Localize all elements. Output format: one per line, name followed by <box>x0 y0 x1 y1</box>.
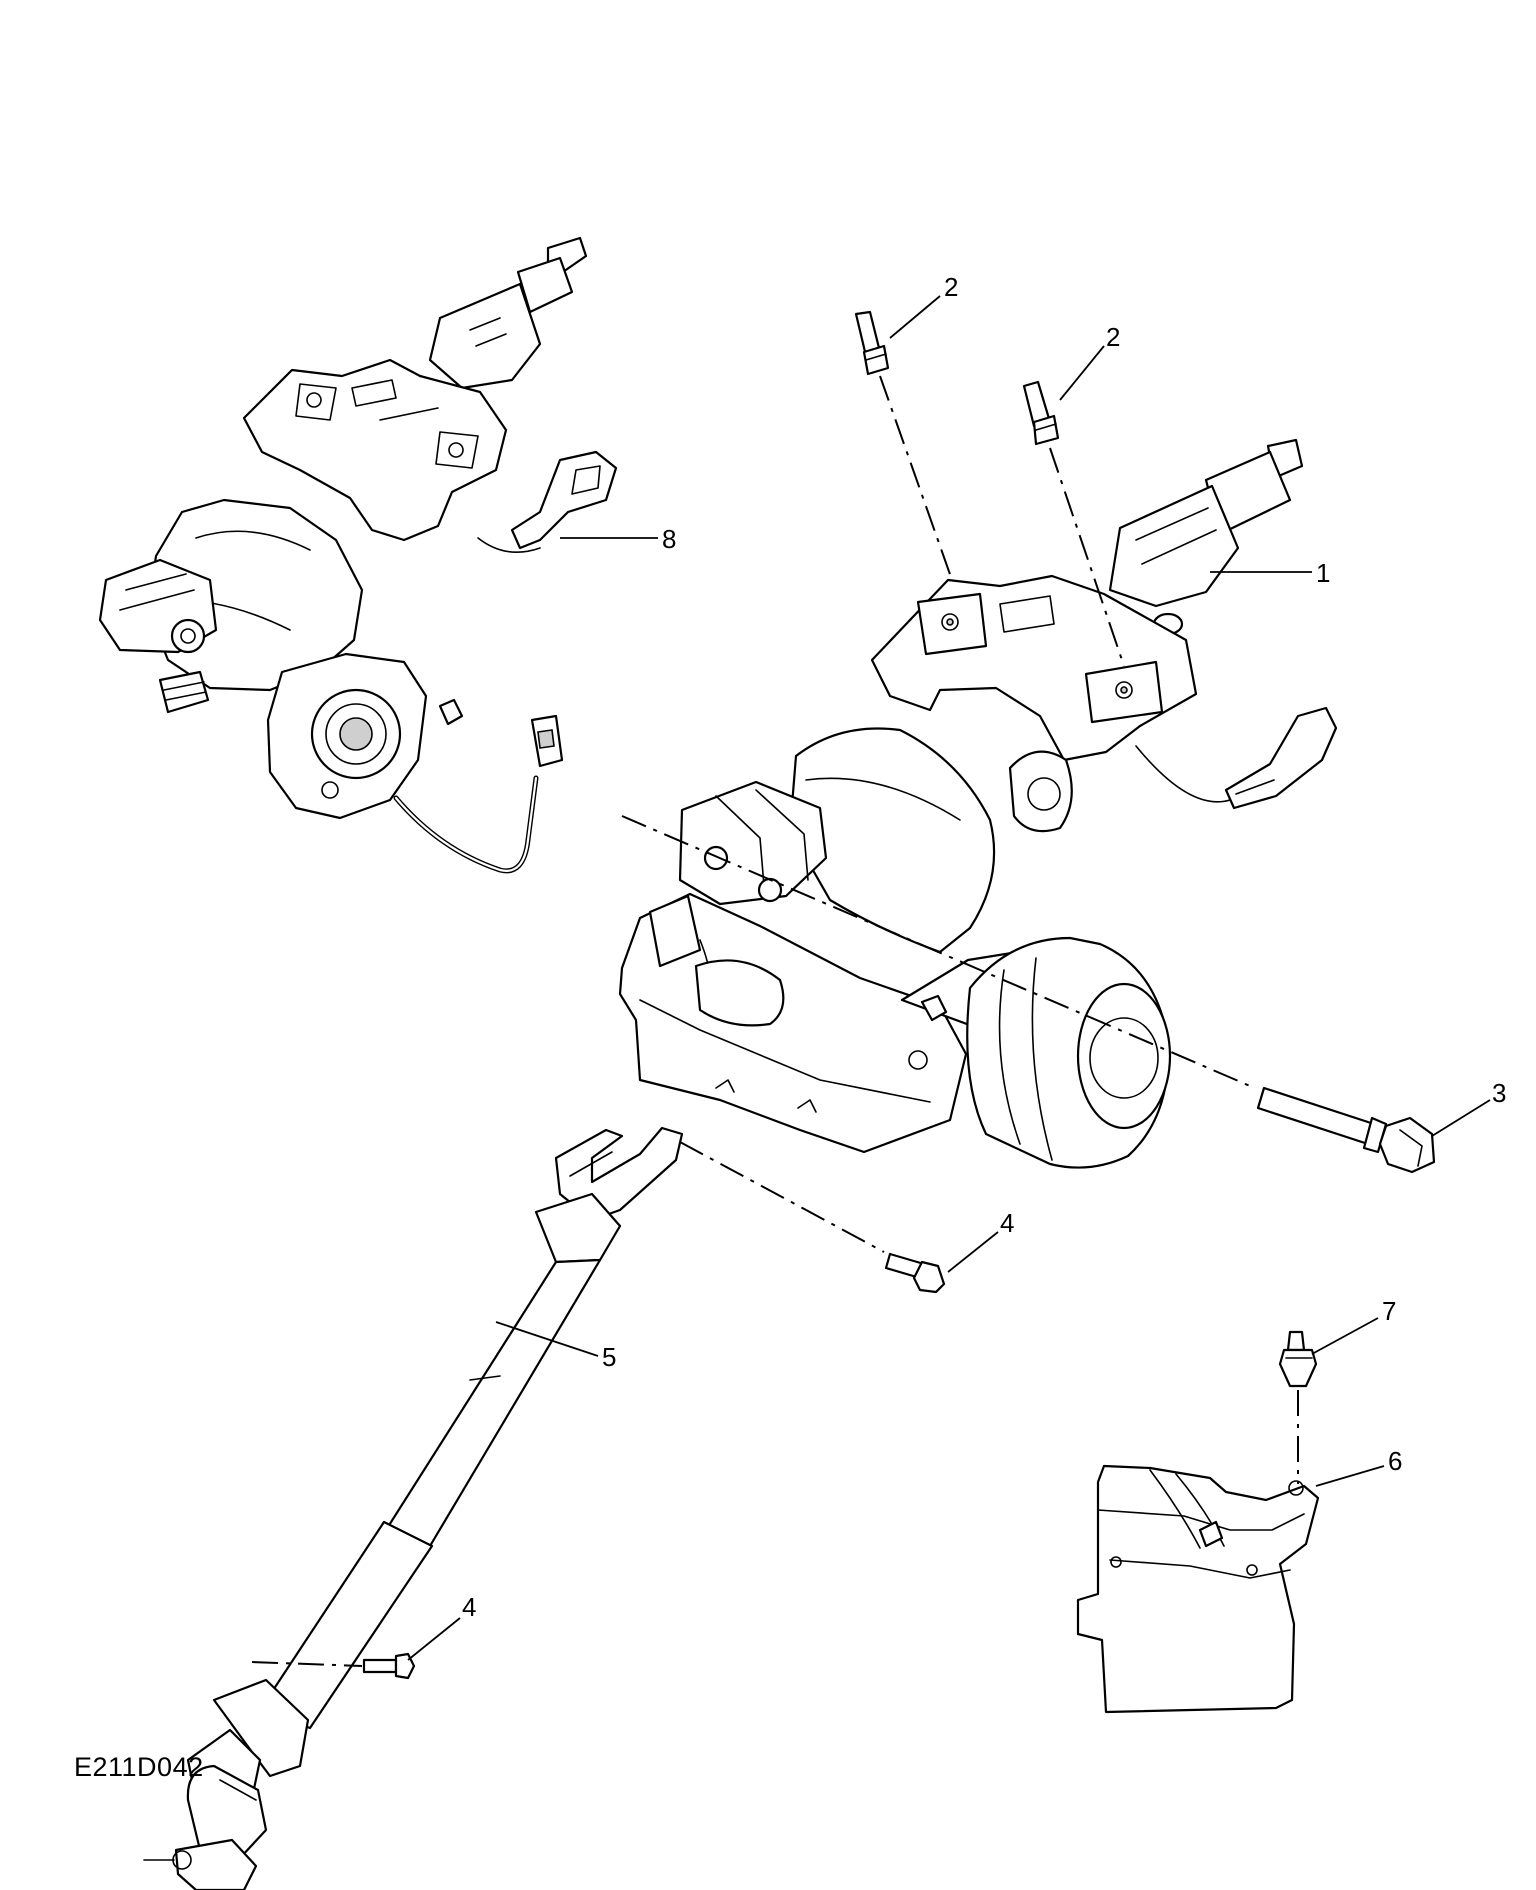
callout-4-upper: 4 <box>1000 1208 1014 1238</box>
callout-8: 8 <box>662 524 676 554</box>
part-4-bolt-lower <box>362 1652 416 1680</box>
part-4-bolt-upper <box>884 1252 946 1294</box>
figure-code: E211D042 <box>74 1752 204 1782</box>
callout-7: 7 <box>1382 1296 1396 1326</box>
callout-3: 3 <box>1492 1078 1506 1108</box>
part-1-steering-column <box>618 438 1338 1169</box>
callout-6: 6 <box>1388 1446 1402 1476</box>
callout-5: 5 <box>602 1342 616 1372</box>
callout-labels: 1 2 2 3 4 4 5 6 7 8 <box>462 272 1506 1622</box>
part-3-long-bolt <box>1256 1086 1436 1174</box>
part-2-bolt-right <box>1022 380 1060 446</box>
alignment-lines <box>251 375 1299 1667</box>
part-7-screw <box>1278 1330 1318 1388</box>
callout-2-left: 2 <box>944 272 958 302</box>
part-6-cover <box>1076 1464 1320 1714</box>
callout-leaders <box>407 295 1491 1661</box>
part-2-bolt-left <box>854 310 890 376</box>
callout-1: 1 <box>1316 558 1330 588</box>
callout-4-lower: 4 <box>462 1592 476 1622</box>
callout-2-right: 2 <box>1106 322 1120 352</box>
part-8-column-assembly <box>98 236 618 874</box>
part-5-intermediate-shaft <box>143 1126 684 1890</box>
